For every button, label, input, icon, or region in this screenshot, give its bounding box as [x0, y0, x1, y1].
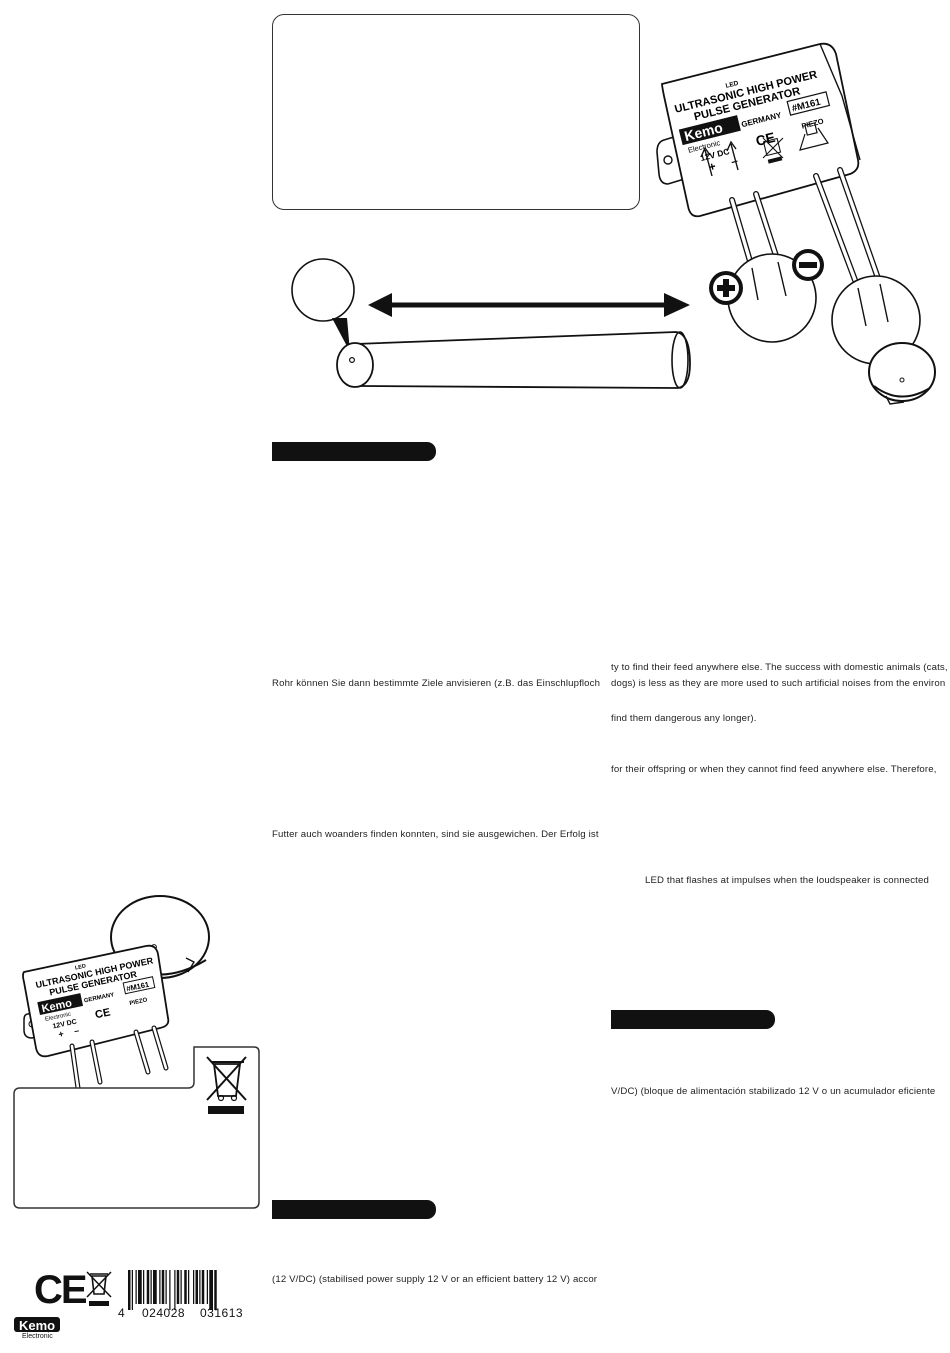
piezo-label: PIEZO [129, 997, 148, 1007]
barcode-right-digits: 031613 [200, 1306, 244, 1320]
section-header-bar [272, 1200, 436, 1219]
barcode-bar [214, 1270, 217, 1310]
barcode-bar [131, 1270, 133, 1310]
barcode-bar [161, 1270, 165, 1304]
text-line-en: for their offspring or when they cannot … [611, 764, 937, 775]
arrow-up-icon [726, 140, 739, 171]
barcode-bar [159, 1270, 161, 1304]
barcode-bar [128, 1270, 131, 1310]
barcode-bar [193, 1270, 195, 1304]
footer-brand-name: Kemo [19, 1318, 56, 1333]
barcode-bar [165, 1270, 167, 1304]
footer-brand-sub: Electronic [22, 1333, 53, 1340]
barcode-bar [153, 1270, 157, 1304]
barcode-bar [184, 1270, 187, 1304]
barcode-bar [206, 1270, 208, 1304]
footer-brand-logo: Kemo [14, 1317, 61, 1333]
text-line-en: LED that flashes at impulses when the lo… [645, 875, 929, 886]
top-note-box [272, 14, 640, 210]
plus-label: + [57, 1029, 64, 1040]
footer-weee-bin-icon [86, 1271, 112, 1306]
text-line-en: ty to find their feed anywhere else. The… [611, 662, 948, 673]
barcode-bar [195, 1270, 198, 1304]
barcode-bar [209, 1270, 213, 1310]
module-diagram-top: LED ULTRASONIC HIGH POWER PULSE GENERATO… [291, 42, 936, 405]
minus-label: – [729, 153, 739, 168]
text-line-de: Futter auch woanders finden konnten, sin… [272, 829, 599, 840]
piezo-speaker-icon [799, 122, 829, 151]
led-label: LED [75, 963, 87, 971]
barcode-bar [188, 1270, 190, 1304]
text-line-en: dogs) is less as they are more used to s… [611, 678, 946, 689]
barcode-lead-digit: 4 [118, 1306, 125, 1320]
double-arrow-icon [368, 293, 690, 317]
text-line-es: V/DC) (bloque de alimentación stabilizad… [611, 1086, 936, 1097]
voltage-label: 12V DC [52, 1019, 77, 1031]
plus-label: + [707, 159, 717, 174]
barcode-bar [201, 1270, 205, 1304]
barcode-bar [174, 1270, 176, 1310]
barcode [128, 1270, 217, 1310]
barcode-bar [176, 1270, 180, 1304]
barcode-bar [143, 1270, 145, 1304]
ce-mark: CE [94, 1006, 111, 1021]
disposal-note-box [13, 1046, 260, 1209]
barcode-bar [150, 1270, 152, 1304]
led-label: LED [725, 80, 740, 90]
weee-bin-icon [762, 137, 784, 164]
barcode-bar [169, 1270, 171, 1310]
minus-circle-icon [792, 249, 824, 281]
barcode-bar [199, 1270, 201, 1304]
barcode-bar [146, 1270, 150, 1304]
footer-ce-mark: CE [34, 1268, 88, 1312]
barcode-left-digits: 024028 [142, 1306, 186, 1320]
barcode-bar [180, 1270, 182, 1304]
arrow-up-icon [700, 146, 713, 177]
weee-bin-icon [206, 1056, 247, 1114]
plus-circle-icon [709, 271, 743, 305]
brand-sub-label: Electronic [45, 1012, 72, 1023]
text-line-en: (12 V/DC) (stabilised power supply 12 V … [272, 1274, 598, 1285]
text-line-en: find them dangerous any longer). [611, 713, 757, 724]
barcode-bar [138, 1270, 142, 1304]
section-header-bar [272, 442, 436, 461]
section-header-bar [611, 1010, 775, 1029]
barcode-bar [135, 1270, 137, 1304]
minus-label: – [73, 1025, 80, 1036]
text-line-de: Rohr können Sie dann bestimmte Ziele anv… [272, 678, 601, 689]
ce-mark: CE [754, 129, 777, 149]
